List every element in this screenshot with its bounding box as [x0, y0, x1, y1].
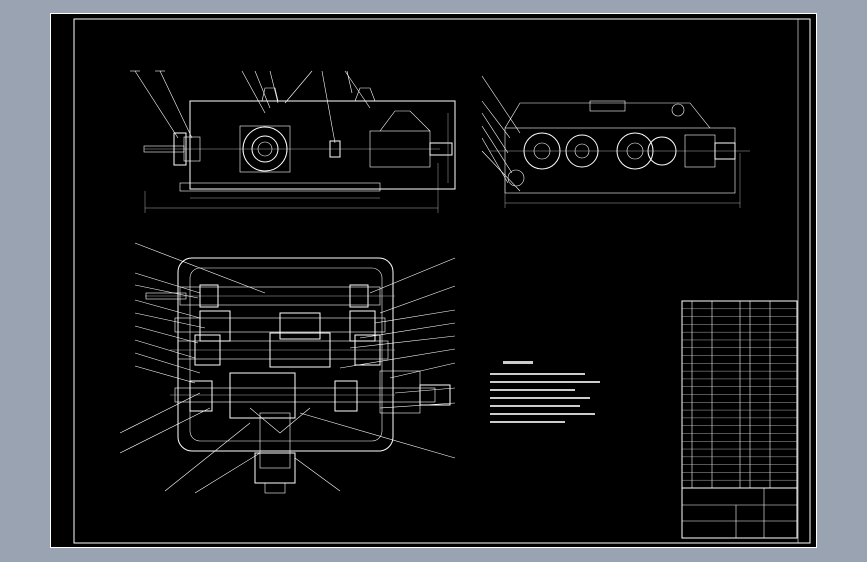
gear-circle-3: [616, 132, 654, 170]
title-block-border: [681, 300, 798, 539]
lifting-ring: [671, 103, 685, 117]
gear-circle-1: [523, 132, 561, 170]
vertical-shaft: [259, 412, 291, 469]
drawing-canvas: [50, 13, 817, 548]
eye-bolt-left: [261, 87, 279, 102]
output-shaft: [174, 387, 436, 403]
gear-circle-2: [565, 134, 599, 168]
front-view: [130, 70, 456, 213]
bearing-cover: [242, 126, 288, 172]
top-section-view: [119, 242, 456, 494]
eye-bolt-right: [354, 87, 376, 102]
base-flange: [179, 182, 381, 192]
drawing-sheet: [50, 13, 817, 548]
housing-outline: [189, 100, 456, 190]
side-housing: [504, 127, 736, 194]
technical-notes: [490, 361, 600, 423]
inspection-cover: [589, 100, 626, 112]
parts-list-table: [681, 300, 798, 539]
outer-border: [50, 13, 817, 548]
side-view: [481, 75, 750, 208]
shaft-3: [177, 340, 389, 360]
inner-frame: [73, 18, 811, 544]
shaft-1: [145, 292, 187, 300]
